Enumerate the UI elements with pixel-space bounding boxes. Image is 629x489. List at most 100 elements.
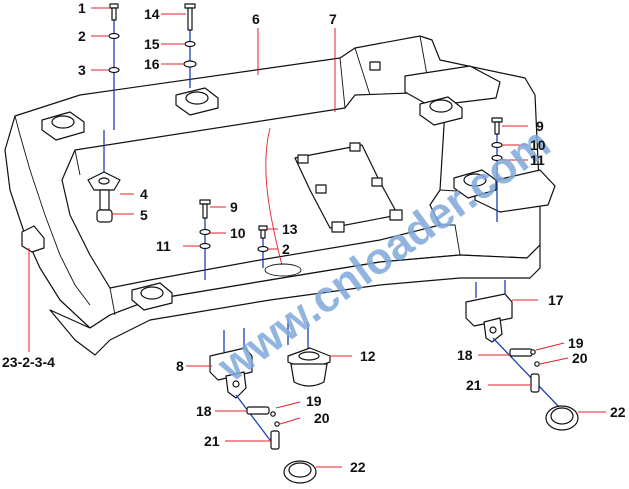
leader-lines	[28, 7, 606, 468]
label-part-6: 6	[252, 11, 260, 27]
label-part-3: 3	[78, 62, 86, 78]
pad-right-front	[453, 169, 497, 199]
washer-2	[108, 32, 120, 40]
clip-19	[270, 411, 276, 417]
fastener-stack-front-left	[199, 199, 211, 280]
axis-caster-left-c	[235, 394, 277, 449]
pad-mid-rear	[175, 87, 219, 116]
plate-center-tab-1	[297, 154, 309, 164]
label-part-4: 4	[140, 186, 148, 202]
washer-2b	[257, 245, 269, 253]
bracket-23-2-3-4	[21, 225, 45, 253]
label-part-13: 13	[282, 221, 298, 237]
rubber-mount-12	[287, 320, 331, 387]
pin-18	[246, 406, 270, 415]
label-part-22b: 22	[610, 404, 626, 420]
frame-seam-e	[109, 287, 116, 316]
plate-rear-right	[404, 65, 501, 107]
bracket-8-hole	[232, 380, 240, 388]
label-part-23-2-3-4: 23-2-3-4	[2, 354, 55, 370]
washer-11b	[199, 242, 211, 250]
pad-right-rear	[419, 96, 463, 126]
washer-10b	[199, 228, 211, 236]
bolt-9-shank	[494, 121, 500, 135]
axle-21	[270, 430, 280, 450]
fastener-stack-front-center	[257, 225, 269, 268]
wheel-22-hub	[288, 462, 312, 478]
support-assembly-4-5	[87, 130, 121, 223]
label-part-19a: 19	[306, 393, 322, 409]
pad-left-rear	[41, 111, 85, 141]
label-part-20a: 20	[314, 410, 330, 426]
clip-19b	[530, 349, 536, 355]
label-part-1: 1	[78, 0, 86, 16]
pin-18b	[509, 348, 533, 357]
plate-center-tab-6	[389, 209, 403, 221]
pad-left-front	[131, 282, 173, 311]
frame-seam-a	[339, 57, 346, 109]
angle-bracket	[21, 225, 45, 253]
mount-12-body	[290, 363, 328, 387]
label-part-9b: 9	[230, 199, 238, 215]
label-part-12: 12	[360, 348, 376, 364]
label-part-2b: 2	[282, 241, 290, 257]
caster-assembly-right	[465, 280, 579, 431]
label-part-5: 5	[140, 207, 148, 223]
fastener-stack-right	[491, 117, 503, 222]
center-hole	[264, 263, 302, 277]
fastener-stack-mid	[183, 3, 197, 88]
bolt-1-shank	[111, 7, 117, 21]
frame-seam-g	[440, 224, 461, 256]
plate-center-tab-2	[349, 142, 361, 152]
label-part-21a: 21	[204, 433, 220, 449]
washer-11	[491, 154, 503, 162]
axis-caster-right-c	[492, 337, 561, 409]
bolt-13-shank	[260, 229, 266, 239]
washer-16	[183, 60, 197, 68]
label-part-10b: 10	[230, 225, 246, 241]
label-part-11a: 11	[530, 152, 545, 168]
clip-20	[274, 421, 280, 427]
label-part-20b: 20	[572, 350, 588, 366]
support-foot-5	[96, 209, 113, 223]
plate-center-tab-4	[371, 177, 383, 187]
label-part-21b: 21	[466, 377, 482, 393]
frame-seam-d	[74, 149, 81, 176]
frame-mount-pads	[41, 87, 497, 311]
frame-seam-b	[354, 47, 371, 96]
bracket-17-hole	[489, 326, 497, 334]
mount-12-top	[298, 351, 320, 361]
label-part-19b: 19	[568, 335, 584, 351]
label-part-9a: 9	[536, 118, 544, 134]
clip-20b	[534, 361, 540, 367]
frame-left-edge	[14, 115, 91, 306]
washer-15	[184, 40, 196, 48]
label-part-7: 7	[329, 11, 337, 27]
label-part-10a: 10	[530, 137, 546, 153]
center-break-line	[265, 127, 283, 266]
frame-front-face	[49, 244, 541, 356]
label-part-11b: 11	[156, 238, 171, 254]
support-shaft-5	[99, 189, 110, 211]
label-part-18b: 18	[457, 347, 473, 363]
fastener-stack-left	[108, 3, 120, 130]
part-labels: 1 2 3 14 15 16 6 7 9 10 11 4 5 9 10 11 1…	[2, 0, 626, 475]
label-part-8: 8	[176, 358, 184, 374]
label-part-2: 2	[78, 28, 86, 44]
washer-3	[108, 66, 120, 74]
support-flange-hole	[98, 177, 110, 185]
wheel-22b-hub	[550, 407, 574, 425]
label-part-16: 16	[144, 56, 160, 72]
caster-assembly-left	[209, 328, 317, 484]
label-part-18a: 18	[196, 403, 212, 419]
frame-inner-opening	[61, 91, 446, 289]
label-part-15: 15	[144, 36, 160, 52]
label-part-22a: 22	[350, 459, 366, 475]
bolt-14-shank	[187, 7, 193, 31]
plate-rear-tab	[369, 61, 381, 71]
label-part-17: 17	[548, 292, 564, 308]
plate-center-tab-3	[315, 184, 327, 194]
axle-21b	[530, 373, 540, 393]
